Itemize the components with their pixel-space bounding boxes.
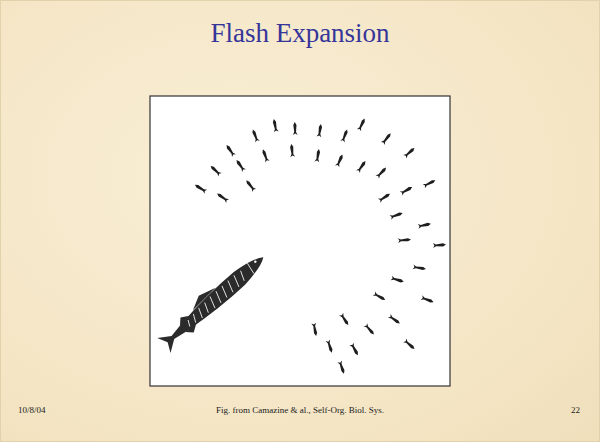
predator-fish <box>155 247 270 353</box>
small-fish-school <box>194 118 447 375</box>
slide-title: Flash Expansion <box>100 18 500 49</box>
figure-frame <box>150 96 450 386</box>
figure-caption: Fig. from Camazine & al., Self-Org. Biol… <box>150 405 450 415</box>
page-number: 22 <box>520 405 580 415</box>
slide-date: 10/8/04 <box>18 405 98 415</box>
